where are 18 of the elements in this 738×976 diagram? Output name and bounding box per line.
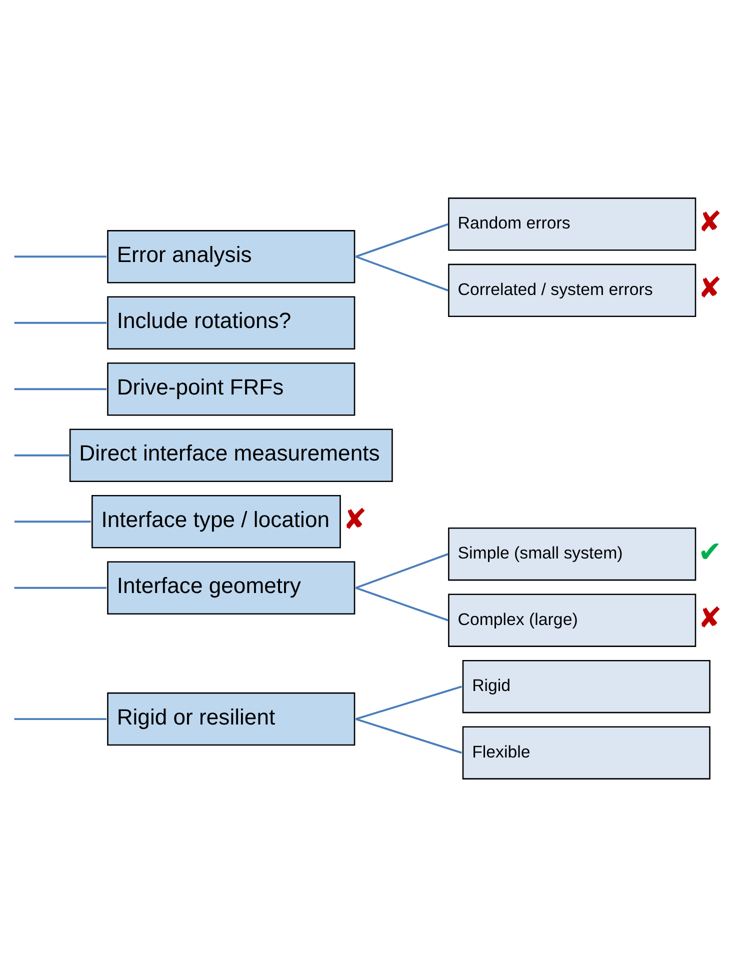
connector: [356, 222, 448, 258]
connector: [14, 454, 70, 456]
node-label: ✔: [698, 536, 722, 568]
node-label: ✘: [698, 206, 722, 238]
connector: [14, 718, 106, 720]
connector: [356, 552, 448, 588]
node-label: ✘: [342, 503, 367, 536]
connector: [356, 586, 448, 621]
connector: [356, 685, 462, 720]
connector: [14, 388, 106, 390]
connector: [14, 321, 106, 324]
node-label: ✘: [698, 602, 722, 634]
connector: [356, 718, 462, 754]
node-label: ✘: [698, 272, 722, 304]
connector: [14, 586, 106, 588]
connector: [14, 255, 106, 258]
connector: [14, 520, 91, 522]
connector: [356, 255, 448, 291]
